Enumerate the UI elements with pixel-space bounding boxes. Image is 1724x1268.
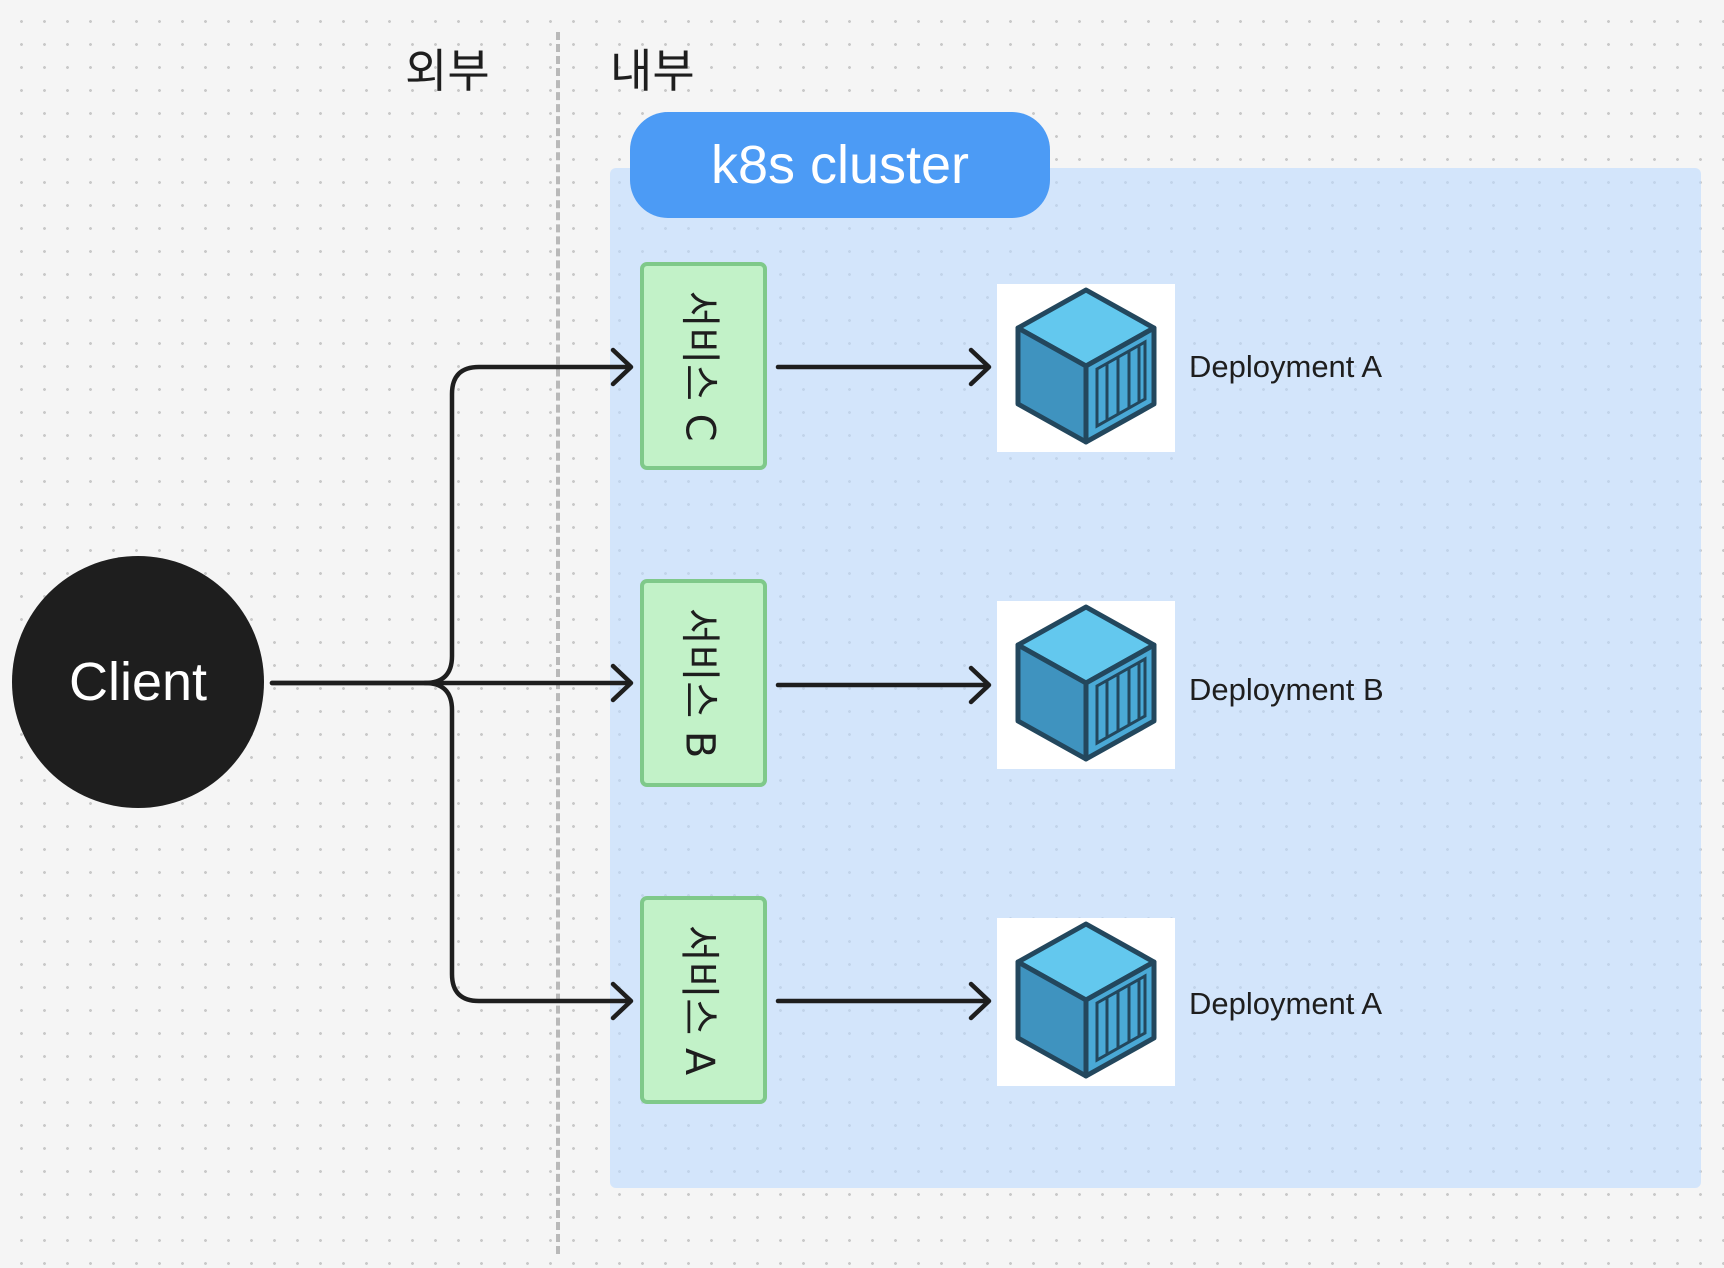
zone-label-outside: 외부	[405, 44, 490, 98]
client-node: Client	[12, 556, 264, 808]
deployment-label: Deployment A	[1189, 986, 1382, 1021]
inside-outside-divider	[556, 32, 560, 1254]
client-to-service-c-arrow	[269, 364, 633, 686]
deployment-label: Deployment A	[1189, 349, 1382, 384]
service-b-label: 서비스 B	[676, 607, 723, 759]
client-to-service-a-arrow	[422, 680, 633, 1004]
service-c-label: 서비스 C	[676, 290, 723, 442]
container-icon	[997, 284, 1175, 452]
service-c-box: 서비스 C	[640, 262, 767, 470]
container-icon	[997, 918, 1175, 1086]
service-b-box: 서비스 B	[640, 579, 767, 787]
client-label: Client	[68, 652, 208, 712]
cluster-title: k8s cluster	[630, 112, 1050, 218]
service-a-box: 서비스 A	[640, 896, 767, 1104]
deployment-label: Deployment B	[1189, 672, 1384, 707]
zone-label-inside: 내부	[610, 44, 695, 98]
container-icon	[997, 601, 1175, 769]
service-a-label: 서비스 A	[676, 924, 723, 1076]
